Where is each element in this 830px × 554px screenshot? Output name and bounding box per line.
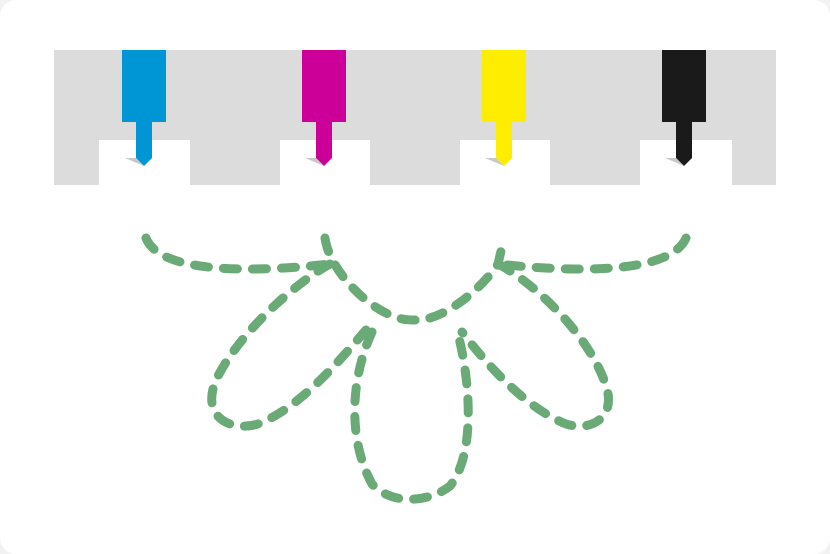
printhead-rail <box>54 50 776 185</box>
path-center-arc <box>320 233 509 325</box>
path-petal-right-outer <box>457 259 613 431</box>
path-right-swoop <box>493 233 691 274</box>
nozzle-magenta <box>302 50 346 166</box>
nozzle-cyan <box>122 50 166 166</box>
path-left-swoop <box>141 233 335 274</box>
dashed-flower-path <box>141 233 691 504</box>
path-petal-left-inner <box>350 327 473 504</box>
path-petal-left-outer <box>207 259 371 431</box>
nozzle-black <box>662 50 706 166</box>
nozzle-yellow <box>482 50 526 166</box>
